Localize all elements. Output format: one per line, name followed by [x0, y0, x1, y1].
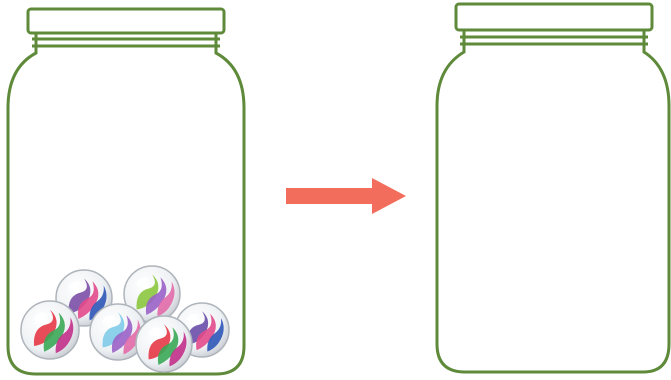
right-jar: [437, 4, 669, 372]
marble-group: [21, 266, 229, 372]
right-jar-body: [437, 30, 669, 372]
arrow-right-icon: [286, 178, 406, 214]
right-jar-lid: [456, 4, 652, 30]
marble-icon: [21, 301, 79, 359]
marble-icon: [136, 316, 192, 372]
left-jar-lid: [28, 9, 224, 33]
